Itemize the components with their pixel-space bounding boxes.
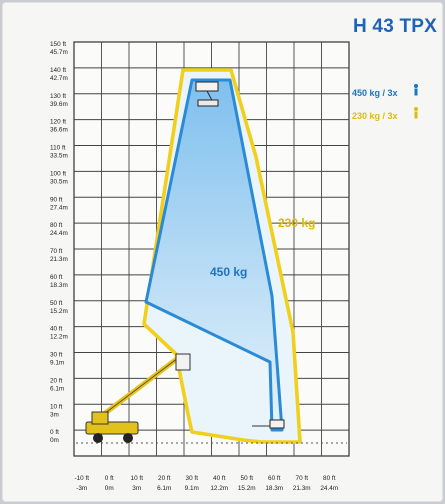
envelope-450kg-label: 450 kg [210,265,247,279]
y-tick-label-m: 33.5m [50,153,68,160]
x-tick-label-ft: 50 ft [241,475,254,482]
y-tick-label-m: 21.3m [50,256,68,263]
y-tick-label-m: 9.1m [50,360,64,367]
legend: 450 kg / 3x 230 kg / 3x [352,84,418,121]
y-tick-label-ft: 40 ft [50,326,63,333]
y-tick-label-ft: 130 ft [50,93,66,100]
y-tick-label-m: 15.2m [50,308,68,315]
y-tick-label-m: 24.4m [50,230,68,237]
envelope-450kg [144,78,284,432]
y-tick-label-ft: 30 ft [50,352,63,359]
y-tick-label-m: 27.4m [50,204,68,211]
x-tick-label-m: 12.2m [210,485,228,492]
y-tick-label-ft: 150 ft [50,41,66,48]
legend-entry-230kg: 230 kg / 3x [352,111,398,121]
y-tick-label-m: 36.6m [50,127,68,134]
platform-max-height [195,81,219,107]
machine-illustration [85,353,191,443]
y-tick-label-ft: 120 ft [50,119,66,126]
x-axis-ticks: -10 ft -3m 0 ft 0m 10 ft 3m 20 ft 6.1m 30 ft 9.1m… [74,475,338,492]
x-tick-label-m: 3m [132,485,141,492]
y-tick-label-m: 0m [50,437,59,444]
y-tick-label-ft: 10 ft [50,403,63,410]
y-tick-label-ft: 70 ft [50,248,63,255]
y-tick-label-ft: 90 ft [50,196,63,203]
x-tick-label-m: 6.1m [157,485,171,492]
x-tick-label-ft: 0 ft [105,475,114,482]
y-tick-label-m: 45.7m [50,49,68,56]
y-tick-label-ft: 50 ft [50,300,63,307]
y-tick-label-m: 42.7m [50,75,68,82]
y-tick-label-m: 18.3m [50,282,68,289]
y-tick-label-m: 39.6m [50,101,68,108]
y-tick-label-ft: 0 ft [50,429,59,436]
y-tick-label-m: 30.5m [50,178,68,185]
x-tick-label-m: 18.3m [265,485,283,492]
x-tick-label-m: 9.1m [185,485,199,492]
model-title: H 43 TPX [353,16,437,37]
y-tick-label-ft: 110 ft [50,145,66,152]
x-tick-label-m: 24.4m [320,485,338,492]
y-tick-label-m: 6.1m [50,385,64,392]
y-tick-label-m: 3m [50,411,59,418]
y-tick-label-ft: 60 ft [50,274,63,281]
x-tick-label-ft: 80 ft [323,475,336,482]
x-tick-label-ft: 40 ft [213,475,226,482]
envelope-230kg-label: 230 kg [278,216,315,230]
y-tick-label-ft: 100 ft [50,170,66,177]
x-tick-label-m: 15.2m [238,485,256,492]
x-tick-label-ft: 60 ft [268,475,281,482]
x-tick-label-m: 0m [105,485,114,492]
y-tick-label-m: 12.2m [50,334,68,341]
x-tick-label-ft: 20 ft [158,475,171,482]
x-tick-label-ft: 10 ft [131,475,144,482]
person-icon [414,84,418,96]
x-tick-label-m: 21.3m [293,485,311,492]
y-tick-label-ft: 80 ft [50,222,63,229]
x-tick-label-m: -3m [76,485,87,492]
x-tick-label-ft: -10 ft [74,475,89,482]
platform-max-reach [252,419,285,429]
person-icon [414,107,418,119]
y-tick-label-ft: 20 ft [50,377,63,384]
legend-entry-450kg: 450 kg / 3x [352,88,398,98]
x-tick-label-ft: 70 ft [296,475,309,482]
y-tick-label-ft: 140 ft [50,67,66,74]
x-tick-label-ft: 30 ft [186,475,199,482]
